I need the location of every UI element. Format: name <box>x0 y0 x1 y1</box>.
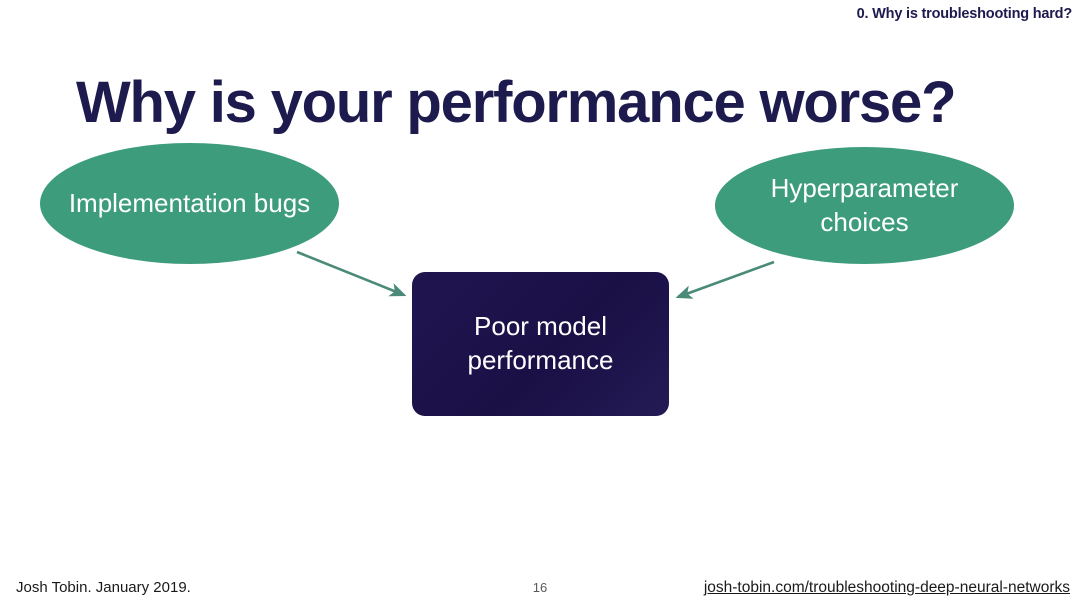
footer-page-number: 16 <box>532 580 548 595</box>
node-implementation-bugs: Implementation bugs <box>40 143 339 264</box>
node-poor-model-performance: Poor model performance <box>412 272 669 416</box>
node-implementation-bugs-label: Implementation bugs <box>68 187 311 218</box>
footer-link[interactable]: josh-tobin.com/troubleshooting-deep-neur… <box>703 579 1070 596</box>
footer-attribution: Josh Tobin. January 2019. <box>16 579 191 596</box>
section-header-label: 0. Why is troubleshooting hard? <box>856 6 1073 22</box>
node-hyperparameter-choices: Hyperparameter choices <box>715 147 1014 264</box>
node-poor-model-performance-label: Poor model performance <box>467 311 614 375</box>
node-hyperparameter-choices-label: Hyperparameter choices <box>770 173 959 237</box>
arrow-hyperparams-to-performance <box>675 260 775 299</box>
page-title: Why is your performance worse? <box>76 69 957 135</box>
arrow-bugs-to-performance <box>296 250 407 297</box>
